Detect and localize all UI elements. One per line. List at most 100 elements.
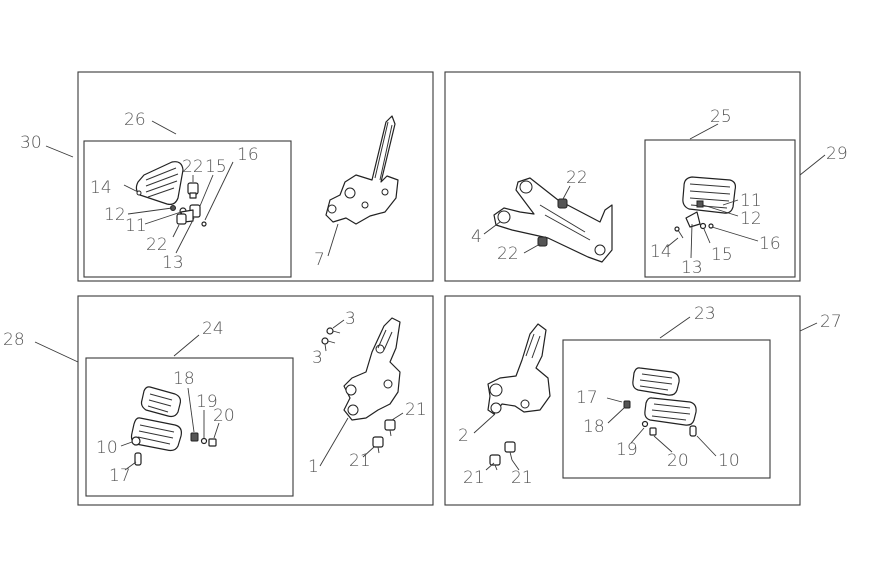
small-parts-top-right <box>674 200 714 239</box>
bolts-21-bottom-right <box>489 441 516 471</box>
leader-12a <box>127 207 173 215</box>
callout-23: 23 <box>694 304 716 324</box>
callout-21-c: 21 <box>463 468 485 488</box>
callout-25: 25 <box>710 107 732 127</box>
leader-14b <box>666 237 679 248</box>
callout-11-b: 11 <box>740 191 762 211</box>
leader-27 <box>799 322 818 332</box>
bolts-21-bottom-left <box>372 419 396 454</box>
callout-11-a: 11 <box>125 216 147 236</box>
panel-bottom-right-inset-frame <box>562 339 771 479</box>
leader-22c <box>562 185 571 200</box>
footpeg-bottom-left-upper <box>140 386 182 418</box>
leader-22b <box>172 224 180 238</box>
rider-hanger-bracket-4 <box>493 177 613 263</box>
callout-26: 26 <box>124 110 146 130</box>
leader-20b <box>653 435 673 453</box>
callout-14-b: 14 <box>650 242 672 262</box>
leader-1 <box>319 417 349 467</box>
callout-30: 30 <box>20 133 42 153</box>
callout-13-b: 13 <box>681 258 703 278</box>
leader-11a <box>144 211 182 225</box>
callout-20-b: 20 <box>667 451 689 471</box>
leader-21d <box>511 459 520 471</box>
callout-24: 24 <box>202 319 224 339</box>
bolts-3-bottom-left <box>321 327 341 345</box>
small-parts-bottom-left <box>131 432 217 466</box>
leader-15b <box>703 228 711 244</box>
footpeg-bottom-right-upper <box>632 367 680 396</box>
rear-hanger-bracket-2 <box>487 323 551 415</box>
footpeg-bottom-left-lower <box>130 417 182 452</box>
callout-12-a: 12 <box>104 205 126 225</box>
rear-hanger-bracket-7 <box>325 115 399 225</box>
leader-29 <box>799 154 826 176</box>
callout-27: 27 <box>820 312 842 332</box>
callout-22-b: 22 <box>146 235 168 255</box>
leader-3b <box>324 343 327 352</box>
panel-top-left-frame <box>77 71 434 282</box>
leader-10a <box>120 441 133 447</box>
leader-11b <box>722 199 739 206</box>
callout-18-a: 18 <box>173 369 195 389</box>
leader-13b <box>690 223 693 259</box>
panel-bottom-right-frame <box>444 295 801 506</box>
callout-2: 2 <box>458 426 469 446</box>
pin-14-top-left <box>123 184 142 196</box>
callout-21-a: 21 <box>405 400 427 420</box>
leader-7 <box>327 223 339 257</box>
small-parts-bottom-right <box>606 397 697 437</box>
bolt-22-top-left <box>187 182 199 199</box>
callout-12-b: 12 <box>740 209 762 229</box>
small-parts-top-left <box>170 204 207 227</box>
leader-2 <box>473 413 496 434</box>
rider-hanger-bracket-1 <box>343 317 401 421</box>
panel-bottom-left-inset-frame <box>85 357 294 497</box>
callout-1: 1 <box>308 457 319 477</box>
callout-19-a: 19 <box>196 392 218 412</box>
leader-28 <box>34 341 79 363</box>
leader-23 <box>659 316 691 339</box>
leader-21c <box>485 462 495 471</box>
callout-10-b: 10 <box>718 451 740 471</box>
bolt-22-top-right-upper <box>557 198 568 209</box>
callout-22-d: 22 <box>497 244 519 264</box>
leader-25 <box>689 123 719 140</box>
callout-28: 28 <box>3 330 25 350</box>
callout-10-a: 10 <box>96 438 118 458</box>
callout-21-b: 21 <box>349 451 371 471</box>
panel-top-right-frame <box>444 71 801 282</box>
callout-29: 29 <box>826 144 848 164</box>
callout-22-c: 22 <box>566 168 588 188</box>
callout-19-b: 19 <box>616 440 638 460</box>
leader-21b <box>362 446 375 458</box>
panel-top-left-inset-frame <box>83 140 292 278</box>
leader-16a <box>204 161 234 221</box>
leader-10b <box>696 435 717 457</box>
callout-15-a: 15 <box>205 157 227 177</box>
leader-17a <box>124 461 137 471</box>
leader-20 <box>213 422 220 439</box>
leader-19b <box>630 427 645 444</box>
callout-22-a: 22 <box>182 157 204 177</box>
leader-15a <box>199 174 214 207</box>
leader-21a <box>391 412 404 421</box>
callout-3-a: 3 <box>345 309 356 329</box>
panel-bottom-left-frame <box>77 295 434 506</box>
leader-18 <box>187 387 195 433</box>
leader-18b <box>607 407 625 424</box>
leader-22d <box>523 243 541 254</box>
callout-16-b: 16 <box>759 234 781 254</box>
footpeg-top-left <box>135 161 184 205</box>
leader-30 <box>45 145 74 158</box>
leader-3a <box>332 319 345 329</box>
leader-16b <box>711 226 759 242</box>
footpeg-bottom-right-lower <box>644 397 697 426</box>
callout-7: 7 <box>314 250 325 270</box>
callout-17-b: 17 <box>576 388 598 408</box>
callout-13-a: 13 <box>162 253 184 273</box>
callout-16-a: 16 <box>237 145 259 165</box>
callout-3-b: 3 <box>312 348 323 368</box>
